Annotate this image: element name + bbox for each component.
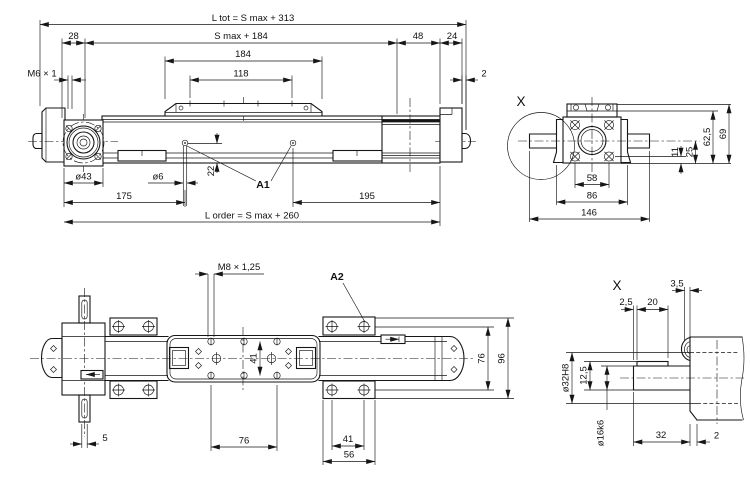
left-cap [40, 337, 63, 379]
a1-leader-lines [186, 145, 292, 182]
dim-184: 184 [235, 49, 251, 60]
shaft-left [528, 133, 558, 149]
dim-146: 146 [581, 208, 597, 219]
end-cap [439, 107, 463, 163]
dim-d6: ø6 [152, 172, 163, 183]
key-shaft-bottom [78, 394, 91, 423]
dim-118: 118 [233, 69, 248, 80]
label-x-end-view: X [516, 94, 525, 109]
carriage-bottom [166, 334, 321, 383]
mount-plate-left-bottom [109, 380, 158, 400]
housing-face [689, 336, 698, 421]
motor-block [41, 107, 66, 163]
dim-62-5: 62,5 [702, 128, 713, 147]
mount-plate-a2-screws [325, 320, 371, 397]
carriage-front [164, 102, 323, 117]
dim-41-carriage: 41 [249, 353, 260, 364]
detail-x-view: X 2,5 20 3,5 ø32H8 [561, 278, 745, 446]
dim-d16k6: ø16k6 [596, 420, 607, 446]
dim-22: 22 [206, 166, 217, 177]
spindle-bore [577, 125, 607, 156]
dim-m8: M8 × 1,25 [218, 262, 261, 273]
bottom-view: A2 M8 × 1,25 41 5 76 41 56 [30, 262, 514, 465]
mount-plate-left-top [109, 317, 158, 336]
dim-s-max: S max + 184 [214, 31, 268, 42]
detail-x-circle [507, 112, 575, 180]
right-cap [449, 335, 465, 382]
dim-25: 25 [685, 147, 696, 158]
dim-d32h8: ø32H8 [561, 364, 572, 393]
end-view: X 58 86 146 11 25 62,5 69 [507, 94, 732, 222]
dim-195: 195 [359, 191, 375, 202]
dim-175: 175 [116, 191, 132, 202]
dim-11: 11 [670, 147, 681, 157]
motor-shaft-stub [32, 132, 43, 150]
front-view: A1 L tot = S max + 313 28 S max + 184 48… [27, 13, 487, 226]
dim-86: 86 [587, 191, 598, 202]
mount-plate-left-screws [112, 320, 155, 397]
a2-leader-line [342, 282, 366, 323]
label-a2: A2 [330, 271, 344, 283]
dim-2-5: 2,5 [619, 297, 632, 308]
detail-dimensions: 2,5 20 3,5 ø32H8 12,5 ø16k6 32 2 [561, 279, 720, 447]
dim-l-order: L order = S max + 260 [205, 211, 299, 222]
shaft-right [626, 133, 651, 149]
dim-56: 56 [344, 450, 355, 461]
dim-28: 28 [68, 31, 79, 42]
flange-screws [65, 124, 102, 161]
label-x-detail: X [612, 278, 621, 293]
dim-l-tot: L tot = S max + 313 [212, 13, 295, 24]
label-a1: A1 [256, 179, 270, 191]
dim-96: 96 [497, 353, 508, 364]
dim-76-width: 76 [477, 353, 488, 364]
key-shaft-top [78, 295, 91, 324]
carriage-screws [195, 337, 292, 380]
end-dimensions: 58 86 146 11 25 62,5 69 [529, 104, 732, 222]
dim-41-plate: 41 [343, 434, 354, 445]
mount-plate-a2-top [322, 316, 376, 336]
dim-76-holes: 76 [239, 436, 250, 447]
dim-32: 32 [656, 430, 667, 441]
front-dimensions: L tot = S max + 313 28 S max + 184 48 24… [27, 13, 487, 226]
shaft-key [636, 360, 669, 367]
dim-12-5: 12,5 [579, 366, 590, 385]
dim-69: 69 [718, 129, 729, 140]
dim-20: 20 [647, 297, 658, 308]
end-block-bottom [61, 322, 106, 396]
dim-48: 48 [413, 31, 424, 42]
dim-5: 5 [102, 433, 107, 444]
dim-58: 58 [587, 173, 598, 184]
dim-24: 24 [447, 31, 458, 42]
dim-2-detail: 2 [714, 431, 719, 442]
body-section [562, 116, 622, 164]
sensor-block-right [332, 149, 383, 162]
dim-d43: ø43 [75, 172, 91, 183]
dim-m6: M6 × 1 [27, 69, 56, 80]
bottom-dimensions: M8 × 1,25 41 5 76 41 56 76 96 [70, 262, 514, 465]
drive-shaft-stub [461, 132, 472, 150]
dim-3-5: 3,5 [670, 279, 683, 290]
dim-2-front: 2 [481, 69, 486, 80]
